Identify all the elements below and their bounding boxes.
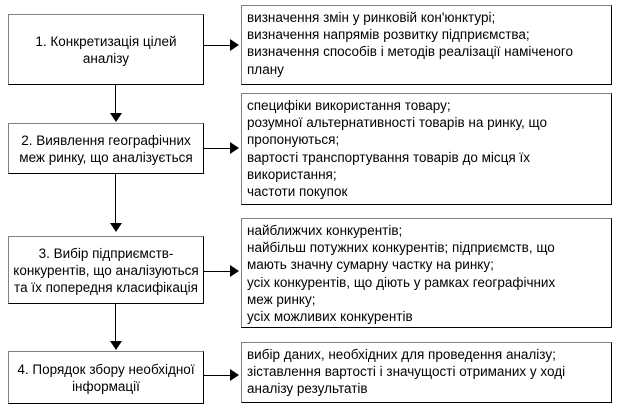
detail-box-4-text: вибір даних, необхідних для проведення а… xyxy=(247,347,566,397)
connector-line-3-to-4 xyxy=(115,304,116,342)
connector-arrow-4-right xyxy=(230,369,239,381)
stage-box-1[interactable]: 1. Конкретизація цілей аналізу xyxy=(8,14,204,85)
detail-box-2-text: специфіки використання товару; розумної … xyxy=(247,98,548,200)
connector-arrow-2-right xyxy=(230,142,239,154)
connector-line-2-to-3 xyxy=(115,174,116,224)
stage-box-1-label: 1. Конкретизація цілей аналізу xyxy=(35,33,177,66)
connector-arrow-1-to-2 xyxy=(110,113,122,122)
detail-box-1-text: визначення змін у ринковій кон'юнктурі; … xyxy=(247,10,574,77)
stage-box-3[interactable]: 3. Вибір підприємств- конкурентів, що ан… xyxy=(8,236,204,304)
detail-box-3[interactable]: найближчих конкурентів; найбільш потужни… xyxy=(241,218,612,328)
connector-line-1-to-2 xyxy=(115,85,116,114)
connector-arrow-3-to-4 xyxy=(110,341,122,350)
stage-box-3-label: 3. Вибір підприємств- конкурентів, що ан… xyxy=(13,245,199,295)
detail-box-4[interactable]: вибір даних, необхідних для проведення а… xyxy=(241,342,612,403)
stage-box-4-label: 4. Порядок збору необхідної інформації xyxy=(17,361,195,394)
stage-box-2[interactable]: 2. Виявлення географічних меж ринку, що … xyxy=(8,123,204,174)
connector-arrow-3-right xyxy=(230,265,239,277)
connector-line-4-horizontal xyxy=(204,375,232,376)
detail-box-1[interactable]: визначення змін у ринковій кон'юнктурі; … xyxy=(241,5,612,85)
stage-box-2-label: 2. Виявлення географічних меж ринку, що … xyxy=(19,132,193,165)
connector-line-1-horizontal xyxy=(204,45,232,46)
connector-arrow-2-to-3 xyxy=(110,223,122,232)
detail-box-2[interactable]: специфіки використання товару; розумної … xyxy=(241,93,612,205)
detail-box-3-text: найближчих конкурентів; найбільш потужни… xyxy=(247,223,556,325)
stage-box-4[interactable]: 4. Порядок збору необхідної інформації xyxy=(8,351,204,404)
connector-line-2-horizontal xyxy=(204,148,232,149)
connector-arrow-1-right xyxy=(230,39,239,51)
connector-line-3-horizontal xyxy=(204,271,232,272)
